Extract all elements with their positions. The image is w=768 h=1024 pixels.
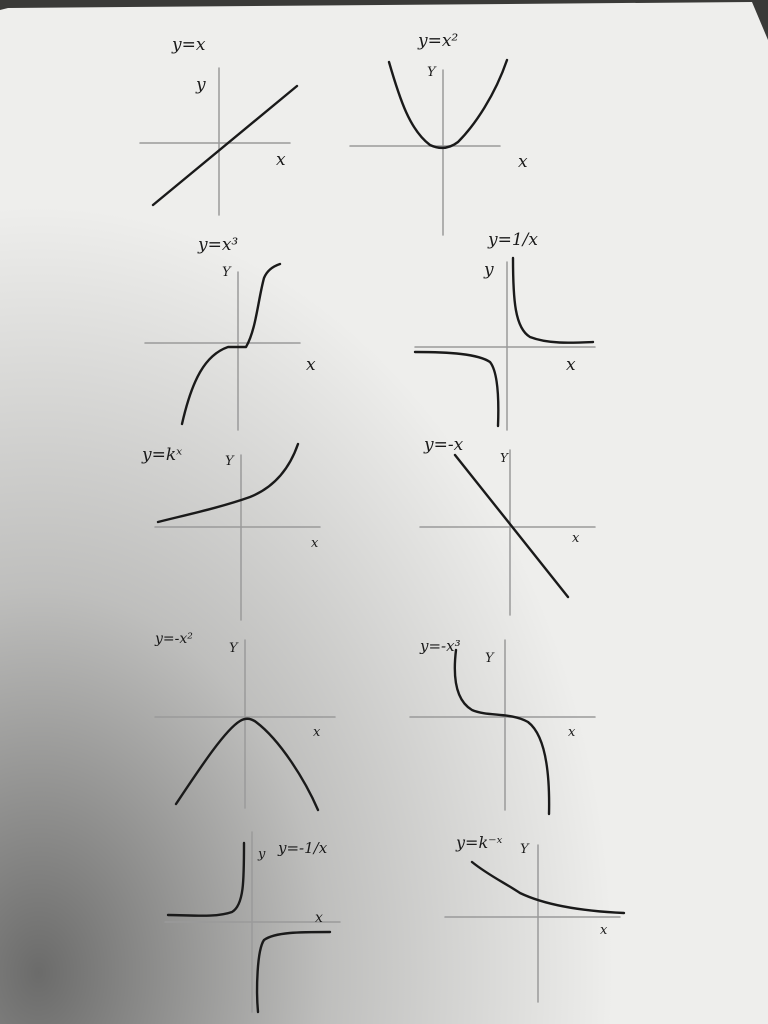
curve (156, 442, 300, 524)
curve (180, 262, 282, 426)
y-axis-label: y (195, 75, 206, 95)
x-axis-label: x (276, 150, 286, 170)
x-axis-label: x (311, 536, 319, 551)
y-axis-label: y (483, 260, 494, 280)
y-axis-label: Y (500, 451, 509, 465)
equation-label: y=-x² (154, 631, 193, 647)
equation-label: y=-x³ (419, 637, 461, 655)
equation-label: y=x² (417, 31, 458, 51)
curve (387, 58, 509, 150)
equation-label: y=-x (423, 435, 464, 455)
x-axis-label: x (600, 923, 608, 938)
curve-upper (511, 256, 595, 344)
x-axis-label: x (306, 355, 316, 375)
y-axis-label: Y (225, 454, 235, 469)
graph-negative-reciprocal (164, 831, 341, 1014)
curve-lower (413, 350, 500, 428)
curve (151, 84, 299, 207)
curve (470, 860, 626, 915)
graph-reciprocal (413, 256, 596, 431)
y-axis-label: Y (229, 641, 239, 656)
graph-exponential-decay (444, 844, 626, 1003)
x-axis-label: x (313, 725, 321, 740)
equation-label: y=x (171, 35, 206, 55)
x-axis-label: x (518, 152, 528, 172)
graph-linear (139, 67, 299, 216)
x-axis-label: x (315, 910, 323, 926)
y-axis-label: y (257, 847, 266, 862)
equation-label: y=kˣ (141, 445, 182, 465)
graph-square (349, 58, 509, 236)
graph-cube (144, 262, 301, 431)
curve-upper (166, 841, 246, 917)
curve (174, 717, 320, 812)
equation-label: y=x³ (197, 235, 238, 255)
equation-label: y=k⁻ˣ (455, 833, 503, 852)
curve-lower (255, 930, 332, 1014)
x-axis-label: x (572, 531, 580, 546)
y-axis-label: Y (427, 65, 437, 80)
y-axis-label: Y (520, 842, 530, 857)
graph-negative-square (154, 639, 336, 812)
y-axis-label: Y (222, 265, 232, 280)
graph-negative-cube (409, 639, 596, 816)
curve (453, 453, 570, 599)
equation-label: y=1/x (487, 230, 538, 250)
y-axis-label: Y (485, 651, 495, 666)
x-axis-label: x (566, 355, 576, 375)
x-axis-label: x (568, 725, 576, 740)
curve (453, 648, 551, 816)
graph-negative-linear (419, 449, 596, 616)
equation-label: y=-1/x (277, 839, 328, 857)
graph-exponential (154, 442, 321, 621)
